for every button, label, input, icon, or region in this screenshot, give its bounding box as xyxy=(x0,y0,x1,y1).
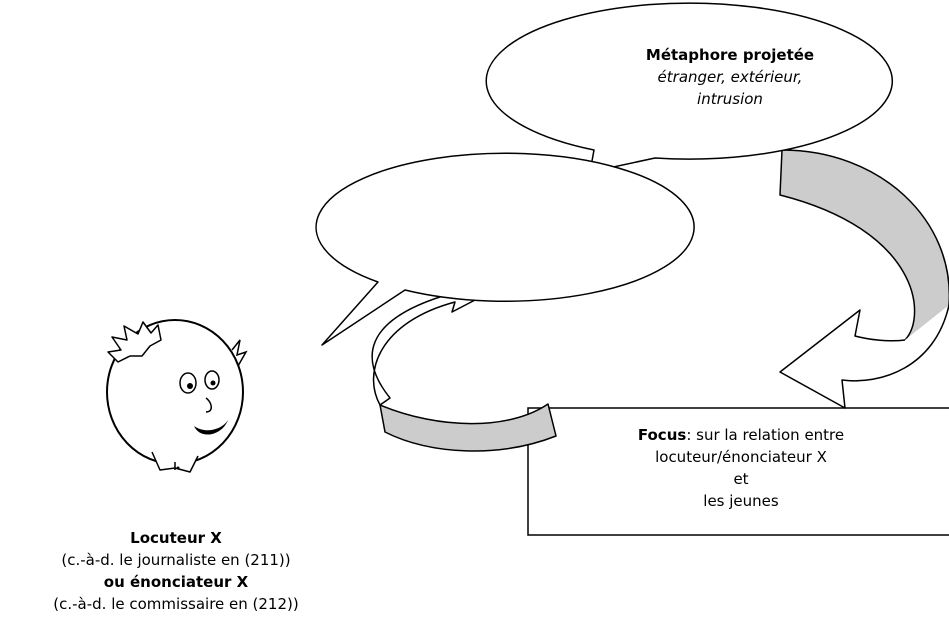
metaphore-bubble xyxy=(485,2,893,173)
focus-label: Focus xyxy=(638,426,687,444)
focus-line-1-rest: : sur la relation entre xyxy=(686,426,844,444)
metaphore-line-2: intrusion xyxy=(697,90,763,108)
speaker-line-1: (c.-à-d. le journaliste en (211)) xyxy=(61,551,290,569)
focus-line-2: locuteur/énonciateur X xyxy=(655,448,827,466)
metaphore-title: Métaphore projetée xyxy=(646,46,814,64)
metaphore-line-1: étranger, extérieur, xyxy=(658,68,803,86)
speaker-line-2: (c.-à-d. le commissaire en (212)) xyxy=(53,595,298,613)
focus-box xyxy=(527,407,949,536)
curved-arrow-shaded-tail xyxy=(379,403,557,452)
focus-line-4: les jeunes xyxy=(703,492,779,510)
curved-arrow-shaded-tail-right xyxy=(779,149,949,342)
curved-arrow-metaphore-to-focus xyxy=(779,304,949,409)
speaker-title: Locuteur X xyxy=(130,529,222,547)
speaker-title-2: ou énonciateur X xyxy=(104,573,249,591)
speaker-head-icon xyxy=(106,319,248,473)
focus-line-3: et xyxy=(733,470,748,488)
enonciateur-bubble xyxy=(315,152,695,346)
focus-line-1: Focus: sur la relation entre xyxy=(638,426,844,444)
